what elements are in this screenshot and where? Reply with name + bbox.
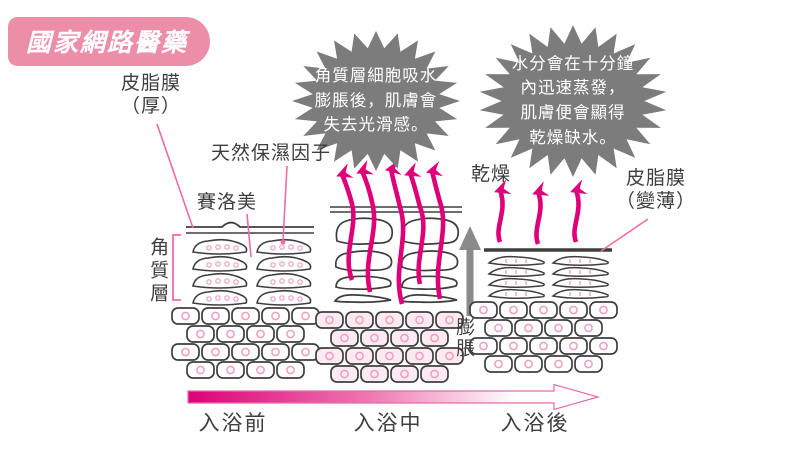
- label-swelling: 膨脹: [453, 317, 475, 359]
- starburst-shape: [292, 31, 460, 171]
- label-ceramide: 賽洛美: [197, 192, 258, 213]
- callout-during-bath: 角質層細胞吸水 膨脹後，肌膚會 失去光滑感。: [291, 30, 461, 172]
- timeline-label-after: 入浴後: [500, 412, 570, 435]
- callout-after-text: 水分會在十分鐘 內迅速蒸發， 肌膚便會顯得 乾燥缺水。: [511, 54, 635, 147]
- callout-during-text: 角質層細胞吸水 膨脹後，肌膚會 失去光滑感。: [314, 66, 438, 135]
- callout-after-bath: 水分會在十分鐘 內迅速蒸發， 肌膚便會顯得 乾燥缺水。: [478, 24, 668, 178]
- label-natural-moisturizing-factor: 天然保濕因子: [211, 143, 332, 164]
- timeline-label-during: 入浴中: [353, 412, 423, 435]
- evaporation-arrows-icon: [494, 179, 588, 245]
- skin-diagram-before: [186, 221, 314, 378]
- timeline-label-before: 入浴前: [198, 412, 268, 435]
- starburst-shape: [479, 25, 667, 177]
- label-stratum-corneum: 角質層: [147, 237, 169, 306]
- stratum-corneum-bracket: [172, 234, 181, 301]
- evaporation-arrows-icon: [336, 159, 446, 305]
- label-dry: 乾燥: [471, 164, 512, 185]
- skin-diagram-after: [484, 179, 612, 378]
- label-sebum-film-thinned: 皮脂膜 （變薄）: [615, 168, 696, 213]
- site-badge: 國家網路醫藥: [8, 17, 211, 66]
- sebum-film-thick: [186, 221, 314, 228]
- skin-diagram-during: [330, 159, 462, 384]
- timeline-arrow: [187, 383, 601, 411]
- label-sebum-film-thick: 皮脂膜 （厚）: [120, 73, 181, 118]
